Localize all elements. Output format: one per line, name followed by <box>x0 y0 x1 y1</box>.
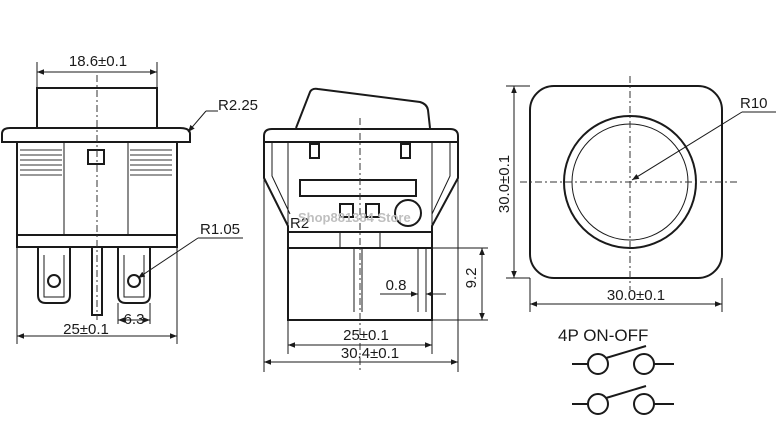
dim-top-radius: R10 <box>740 95 768 112</box>
side-hatch-right <box>130 149 172 176</box>
front-lamp <box>394 199 422 227</box>
top-view: R10 30.0±0.1 30.0±0.1 <box>496 76 776 312</box>
dim-pin-height: 9.2 <box>463 268 480 289</box>
dim-top-width: 30.0±0.1 <box>607 287 665 304</box>
dim-radius-terminal: R1.05 <box>200 221 240 238</box>
dim-top-width: 18.6±0.1 <box>69 53 127 70</box>
side-terminal-right <box>117 247 151 304</box>
side-hatch-left <box>20 149 62 176</box>
dim-body-width: 25±0.1 <box>343 327 389 344</box>
side-terminal-left <box>37 247 71 304</box>
switch-symbol: 4P ON-OFF <box>558 326 674 415</box>
front-flange <box>263 128 459 143</box>
front-rocker <box>295 87 431 129</box>
dim-pin-thickness: 0.8 <box>386 277 407 294</box>
switch-type-label: 4P ON-OFF <box>558 326 648 345</box>
dim-front-radius: R2 <box>290 215 309 232</box>
side-view: 18.6±0.1 R2.25 R1.05 6.3 25±0.1 <box>1 53 258 344</box>
dim-radius-top: R2.25 <box>218 97 258 114</box>
dim-bottom-width: 25±0.1 <box>63 321 109 338</box>
front-view: R2 0.8 9.2 25±0.1 30.4±0.1 <box>263 87 488 372</box>
dim-terminal-width: 6.3 <box>124 311 145 328</box>
side-flange <box>1 127 191 143</box>
front-slot <box>299 179 417 197</box>
dim-top-height: 30.0±0.1 <box>496 155 513 213</box>
watermark: Shop881384 Store <box>298 210 411 225</box>
dim-total-width: 30.4±0.1 <box>341 345 399 362</box>
